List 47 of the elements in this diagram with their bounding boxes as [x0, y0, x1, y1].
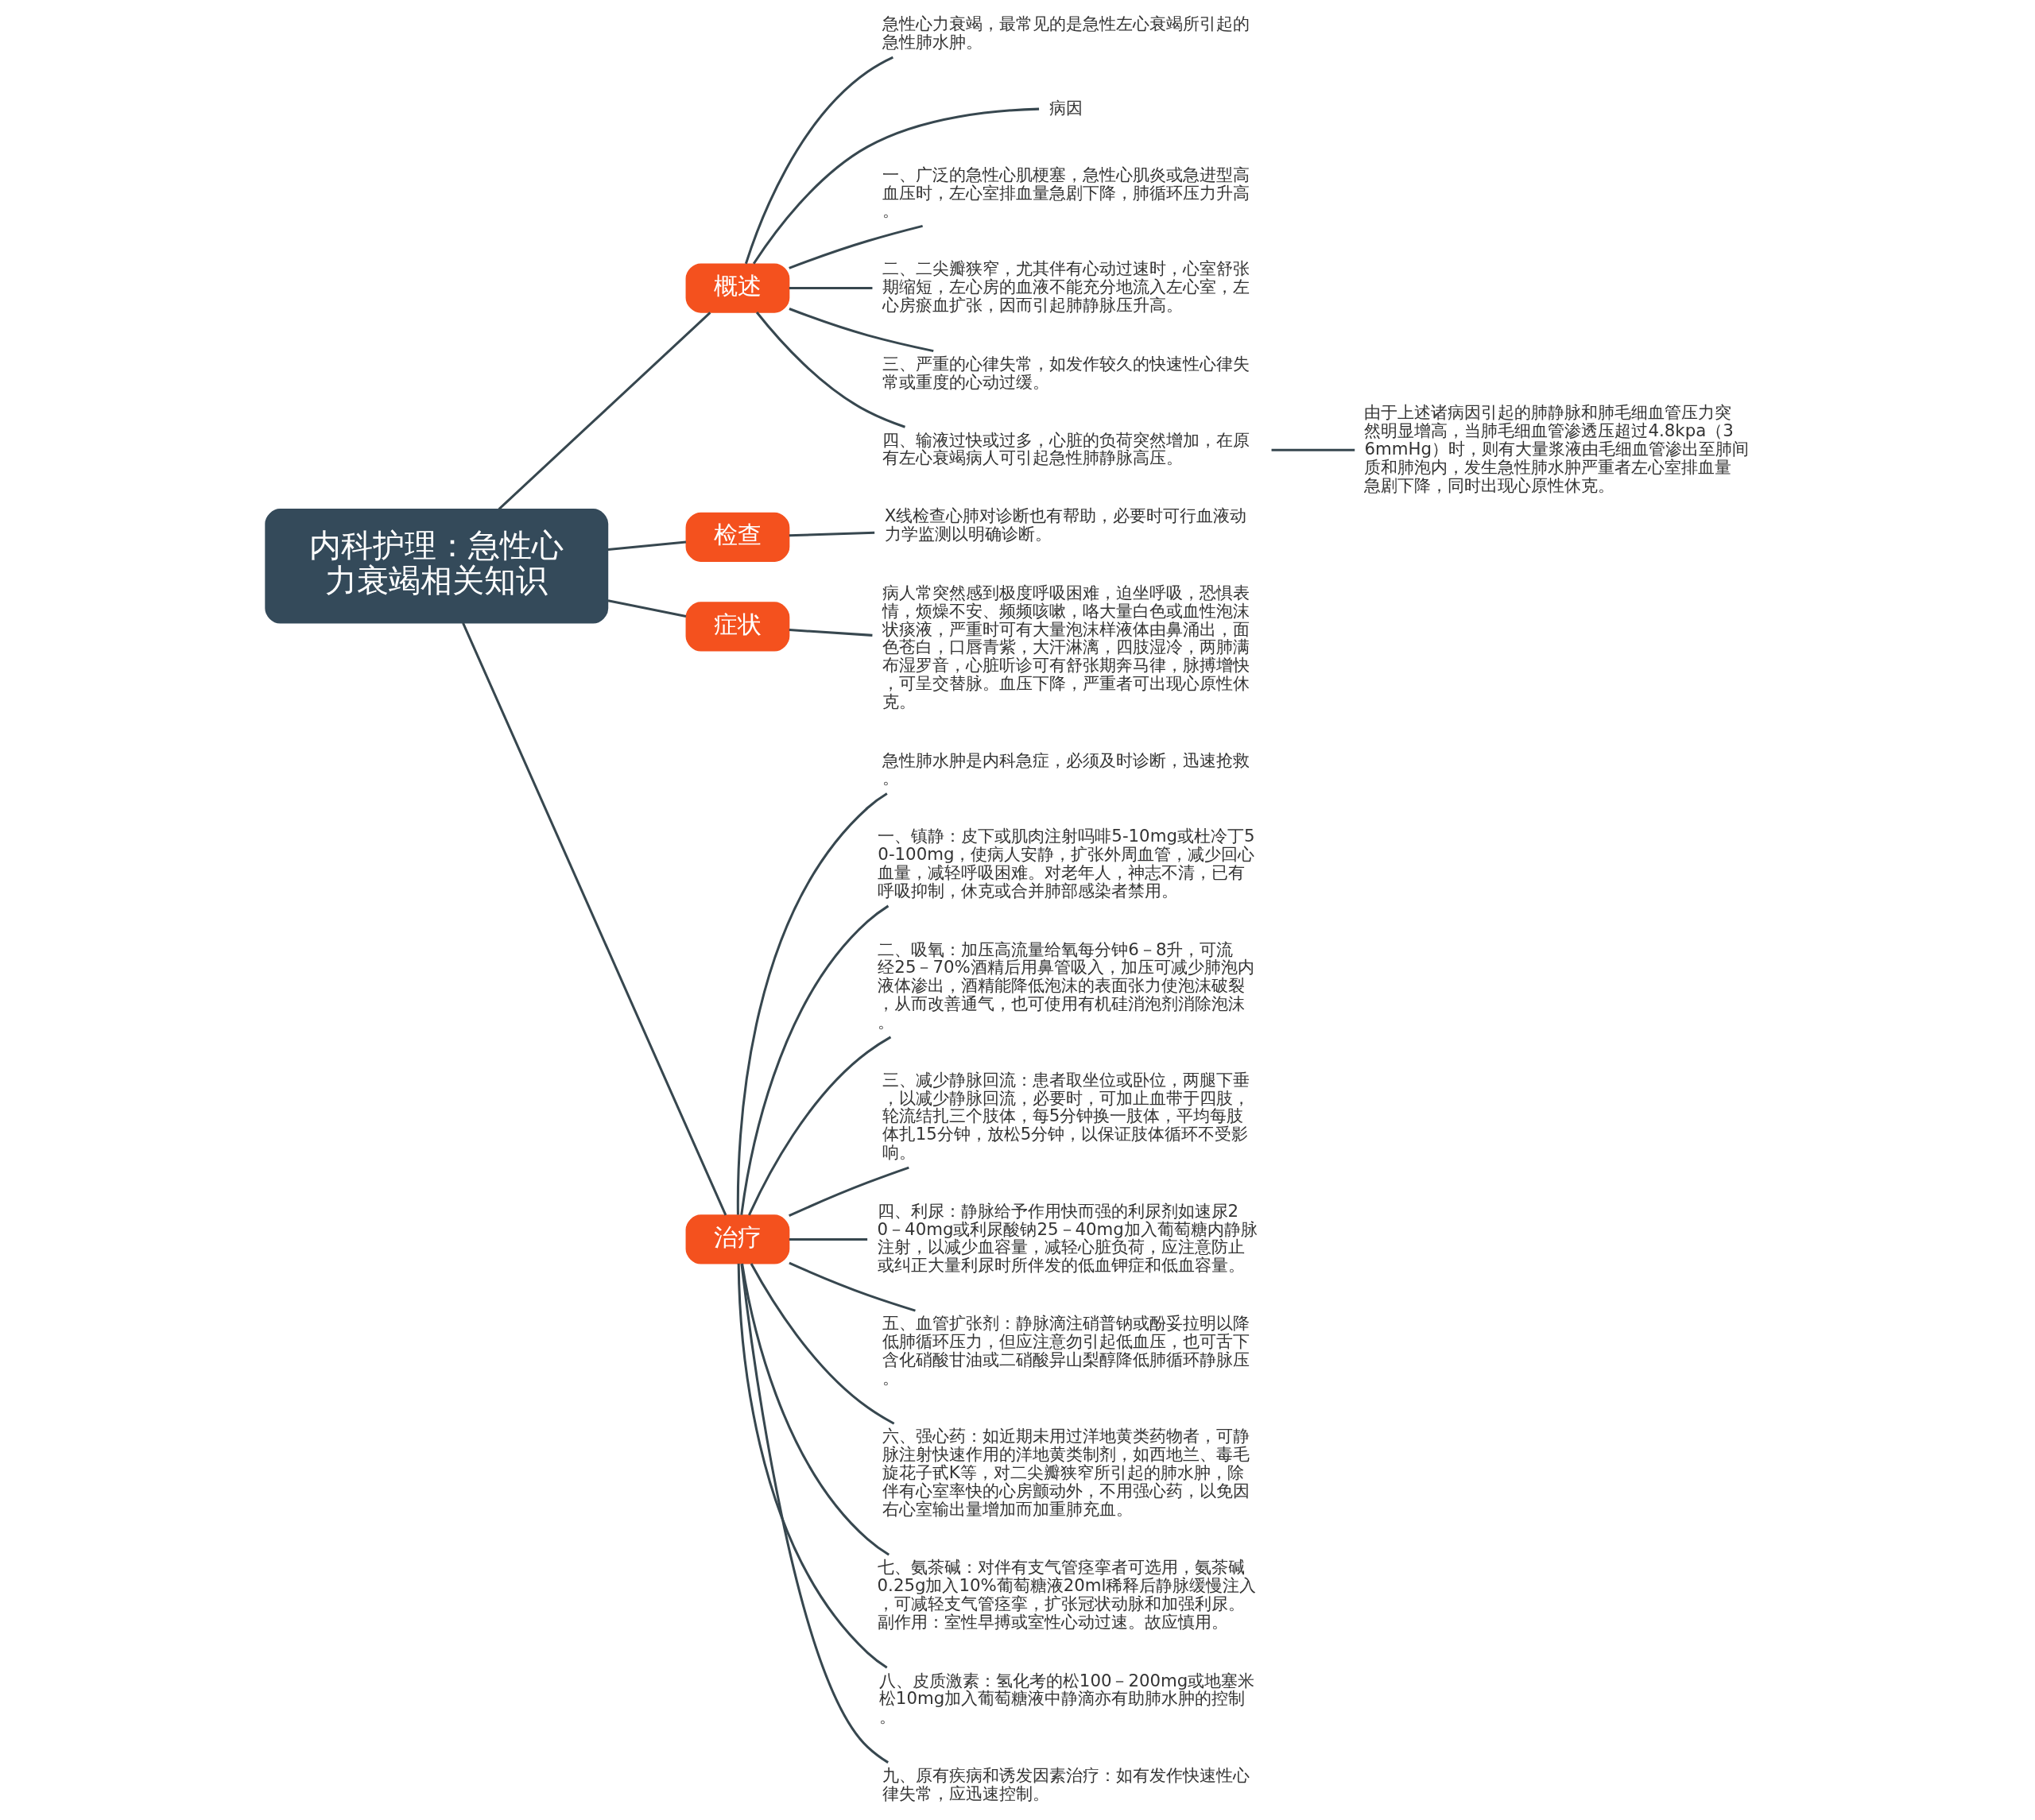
connector: [741, 1263, 890, 1556]
connector: [744, 56, 893, 265]
node-text: X线检查心肺对诊断也有帮助，必要时可行血液动力学监测以明确诊断。: [884, 505, 1247, 544]
node-box: 概述: [685, 263, 790, 313]
node-text: 一、镇静：皮下或肌肉注射吗啡5-10mg或杜冷丁50-100mg，使病人安静，扩张外周血管，减少回心血量，减轻呼吸困难。对老年人，神志不清，已有呼吸抑制，休克或合并肺部感染者禁用。: [878, 826, 1255, 900]
connector: [752, 107, 1040, 265]
node-text: 由于上述诸病因引起的肺静脉和肺毛细血管压力突然明显增高，当肺毛细血管渗透压超过4.8kpa（36mmHg）时，则有大量浆液由毛细血管渗出至肺间质和肺泡内，发生急性肺水肿严重者左心室排血量急剧下降，同时出现心原性休克。: [1364, 402, 1749, 495]
connector: [789, 1261, 916, 1312]
node-text: 急性肺水肿是内科急症，必须及时诊断，迅速抢救。: [882, 749, 1250, 788]
node-text: 病因: [1049, 98, 1083, 118]
node-text: 三、减少静脉回流：患者取坐位或卧位，两腿下垂，以减少静脉回流，必要时，可加止血带于四肢，轮流结扎三个肢体，每5分钟换一肢体，平均每肢体扎15分钟，放松5分钟，以保证肢体循环不受影响。: [882, 1069, 1250, 1163]
node-text: 一、广泛的急性心肌梗塞，急性心肌炎或急进型高血压时，左心室排血量急剧下降，肺循环压力升高。: [882, 164, 1250, 221]
node-text: 四、利尿：静脉给予作用快而强的利尿剂如速尿20－40mg或利尿酸钠25－40mg加入葡萄糖内静脉注射，以减少血容量，减轻心脏负荷，应注意防止或纠正大量利尿时所伴发的低血钾症和低血容量。: [877, 1200, 1258, 1276]
connector: [736, 792, 888, 1215]
node-text: 五、血管扩张剂：静脉滴注硝普钠或酚妥拉明以降低肺循环压力，但应注意勿引起低血压，也可舌下含化硝酸甘油或二硝酸异山梨醇降低肺循环静脉压。: [882, 1313, 1250, 1388]
connector: [789, 1237, 868, 1241]
connector: [462, 622, 727, 1216]
node-text: 四、输液过快或过多，心脏的负荷突然增加，在原有左心衰竭病人可引起急性肺静脉高压。: [882, 429, 1250, 468]
connector: [498, 312, 711, 510]
node-text: 六、强心药：如近期未用过洋地黄类药物者，可静脉注射快速作用的洋地黄类制剂，如西地兰、毒毛旋花子甙K等，对二尖瓣狭窄所引起的肺水肿，除伴有心室率快的心房颤动外，不用强心药，以免因右心室输出量增加而加重肺充血。: [882, 1426, 1250, 1519]
connector: [740, 1264, 889, 1764]
node-text: 病人常突然感到极度呼吸困难，迫坐呼吸，恐惧表情，烦燥不安、频频咳嗽，咯大量白色或血性泡沫状痰液，严重时可有大量泡沫样液体由鼻涌出，面色苍白，口唇青紫，大汗淋漓，四肢湿冷，两肺满布湿罗音，心脏听诊可有舒张期奔马律，脉搏增快，可呈交替脉。血压下降，严重者可出现心原性休克。: [882, 582, 1250, 711]
connector: [789, 287, 873, 290]
node-text: 九、原有疾病和诱发因素治疗：如有发作快速性心律失常，应迅速控制。: [882, 1765, 1250, 1803]
connector: [748, 1036, 892, 1216]
node-text: 二、二尖瓣狭窄，尤其伴有心动过速时，心室舒张期缩短，左心房的血液不能充分地流入左心室，左心房瘀血扩张，因而引起肺静脉压升高。: [882, 258, 1250, 315]
node-text: 七、氨茶碱：对伴有支气管痉挛者可选用，氨茶碱0.25g加入10%葡萄糖液20ml稀释后静脉缓慢注入，可减轻支气管痉挛，扩张冠状动脉和加强利尿。副作用：室性早搏或室性心动过速。故应慎用。: [877, 1557, 1257, 1632]
connector: [789, 224, 923, 269]
connector: [740, 904, 890, 1215]
connector: [607, 599, 687, 618]
connector: [607, 540, 687, 552]
connector: [789, 629, 873, 637]
connector: [750, 1263, 895, 1425]
node-box: 症状: [685, 602, 790, 652]
node-box: 检查: [685, 512, 790, 562]
connector: [789, 308, 934, 353]
connector: [1271, 448, 1355, 451]
connector: [789, 531, 875, 537]
connector: [737, 1264, 888, 1669]
node-box: 内科护理：急性心力衰竭相关知识: [265, 509, 609, 624]
node-text: 二、吸氧：加压高流量给氧每分钟6－8升，可流经25－70%酒精后用鼻管吸入，加压可减少肺泡内液体渗出，酒精能降低泡沫的表面张力使泡沫破裂，从而改善通气，也可使用有机硅消泡剂消除泡沫。: [878, 939, 1254, 1032]
node-text: 八、皮质激素：氢化考的松100－200mg或地塞米松10mg加入葡萄糖液中静滴亦有助肺水肿的控制。: [878, 1670, 1255, 1727]
node-text: 三、严重的心律失常，如发作较久的快速性心律失常或重度的心动过缓。: [882, 353, 1250, 392]
connector: [755, 312, 905, 428]
node-text: 急性心力衰竭，最常见的是急性左心衰竭所引起的急性肺水肿。: [882, 14, 1250, 52]
node-box: 治疗: [685, 1214, 790, 1264]
connector: [789, 1166, 909, 1218]
